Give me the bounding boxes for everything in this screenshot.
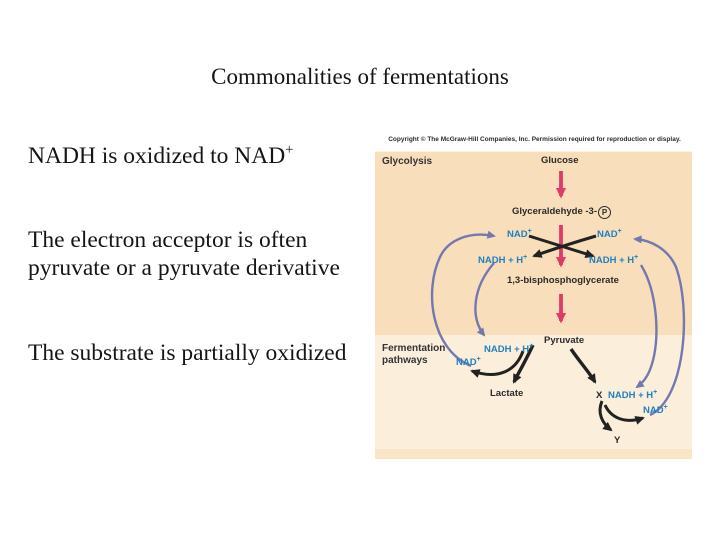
fermentation-label-line-1: Fermentation <box>382 343 446 354</box>
lactate-label: Lactate <box>490 388 524 399</box>
bullet-1-superscript: + <box>285 142 294 159</box>
g3p-text: Glyceraldehyde -3- <box>512 206 598 218</box>
glycolysis-section-label: Glycolysis <box>382 156 433 167</box>
nad-label-glycolysis-left: NAD+ <box>507 227 532 240</box>
bullet-2-line-2: pyruvate or a pyruvate derivative <box>28 255 340 281</box>
glycolysis-band <box>375 151 692 336</box>
bullet-1-text: NADH is oxidized to NAD <box>28 143 286 169</box>
bullet-nadh-oxidized: NADH is oxidized to NAD+ <box>28 142 293 170</box>
bullet-electron-acceptor: The electron acceptor is often pyruvate … <box>28 226 340 282</box>
glucose-label: Glucose <box>541 155 579 166</box>
nad-label-fermentation-right: NAD+ <box>643 403 668 416</box>
bisphosphoglycerate-label: 1,3-bisphosphoglycerate <box>507 275 619 286</box>
nad-label-glycolysis-right: NAD+ <box>597 227 622 240</box>
nadh-label-fermentation-left: NADH + H+ <box>484 342 534 355</box>
y-node-label: Y <box>614 435 621 446</box>
glyceraldehyde-3-phosphate-label: Glyceraldehyde -3- P <box>512 206 612 219</box>
fermentation-section-label: Fermentation pathways <box>382 343 445 366</box>
copyright-notice: Copyright © The McGraw-Hill Companies, I… <box>388 136 681 143</box>
nadh-label-glycolysis-right: NADH + H+ <box>589 253 639 266</box>
pyruvate-label: Pyruvate <box>544 335 585 346</box>
bullet-2-line-1: The electron acceptor is often <box>28 227 308 253</box>
phosphate-circle-icon: P <box>598 206 612 219</box>
x-node-label: X <box>596 390 603 401</box>
bullet-substrate-oxidized: The substrate is partially oxidized <box>28 340 347 366</box>
nadh-label-fermentation-right: NADH + H+ <box>608 388 658 401</box>
footer-band <box>375 449 692 459</box>
fermentation-label-line-2: pathways <box>382 354 428 366</box>
page-title: Commonalities of fermentations <box>211 64 509 89</box>
nad-label-fermentation-left: NAD+ <box>456 355 481 368</box>
nadh-label-glycolysis-left: NADH + H+ <box>478 253 528 266</box>
